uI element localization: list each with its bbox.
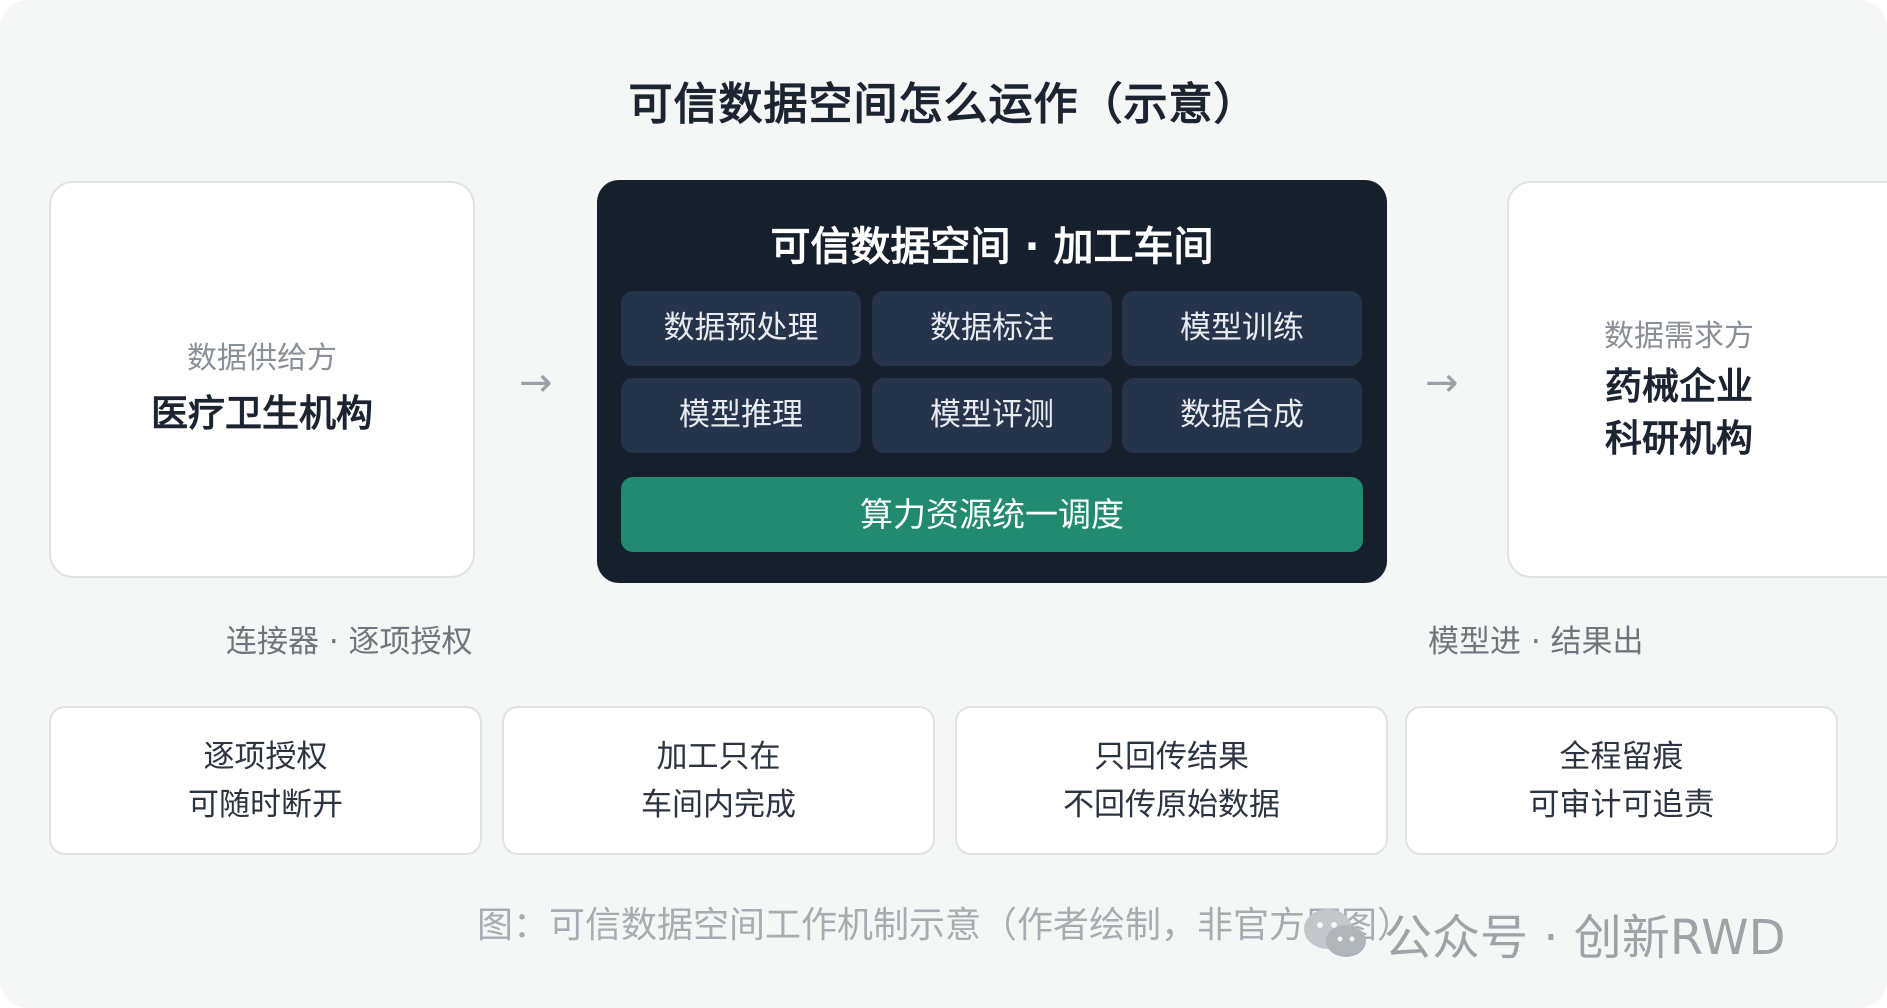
result-caption: 模型进 · 结果出 [1428, 624, 1644, 660]
property-line2: 车间内完成 [641, 787, 796, 823]
workshop-cell-evaluation: 模型评测 [872, 378, 1112, 453]
connector-caption: 连接器 · 逐项授权 [226, 624, 473, 660]
provider-box: 数据供给方 医疗卫生机构 [49, 181, 475, 578]
property-card: 只回传结果 不回传原始数据 [955, 706, 1388, 855]
property-card: 加工只在 车间内完成 [502, 706, 935, 855]
workshop-cell-training: 模型训练 [1122, 291, 1362, 366]
consumer-role: 数据需求方 [1604, 319, 1754, 354]
arrow-right-icon: → [1425, 360, 1459, 406]
consumer-org: 药械企业 科研机构 [1509, 361, 1849, 465]
property-line1: 加工只在 [656, 739, 781, 775]
provider-role: 数据供给方 [187, 341, 337, 376]
workshop-cell-inference: 模型推理 [621, 378, 861, 453]
compute-scheduling-bar: 算力资源统一调度 [621, 477, 1363, 552]
workshop-cell-preprocess: 数据预处理 [621, 291, 861, 366]
watermark-text: 公众号 · 创新RWD [1384, 910, 1786, 966]
property-card: 全程留痕 可审计可追责 [1405, 706, 1838, 855]
workshop-box: 可信数据空间 · 加工车间 数据预处理 数据标注 模型训练 模型推理 模型评测 … [597, 180, 1387, 583]
property-line1: 全程留痕 [1559, 739, 1684, 775]
property-card: 逐项授权 可随时断开 [49, 706, 482, 855]
property-line2: 可审计可追责 [1528, 787, 1715, 823]
workshop-cell-synthesis: 数据合成 [1122, 378, 1362, 453]
consumer-org-line2: 科研机构 [1605, 417, 1753, 460]
property-line1: 逐项授权 [203, 739, 328, 775]
provider-org: 医疗卫生机构 [151, 392, 373, 435]
diagram-title: 可信数据空间怎么运作（示意） [628, 79, 1259, 130]
wechat-icon [1304, 909, 1366, 957]
arrow-right-icon: → [519, 360, 553, 406]
workshop-cell-annotation: 数据标注 [872, 291, 1112, 366]
workshop-title: 可信数据空间 · 加工车间 [770, 224, 1214, 270]
property-line2: 可随时断开 [188, 787, 343, 823]
property-line1: 只回传结果 [1094, 739, 1249, 775]
figure-footnote: 图：可信数据空间工作机制示意（作者绘制，非官方原图） [477, 905, 1414, 946]
consumer-box: 数据需求方 药械企业 科研机构 [1507, 181, 1887, 578]
consumer-org-line1: 药械企业 [1605, 365, 1753, 408]
property-line2: 不回传原始数据 [1063, 787, 1280, 823]
watermark: 公众号 · 创新RWD [1300, 898, 1786, 968]
